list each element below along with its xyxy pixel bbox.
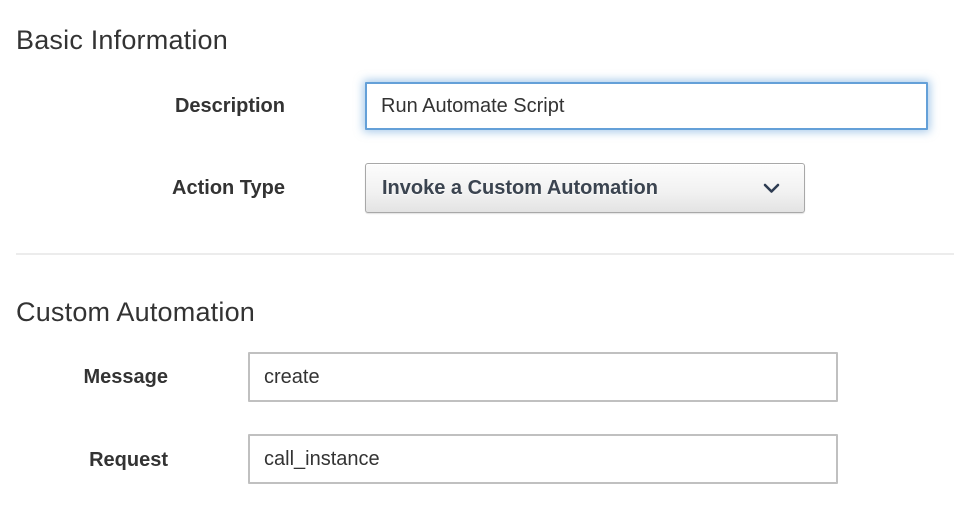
action-type-selected-value: Invoke a Custom Automation <box>382 176 658 199</box>
description-label: Description <box>174 95 285 117</box>
request-input[interactable] <box>248 434 838 484</box>
action-type-select[interactable]: Invoke a Custom Automation <box>365 163 805 213</box>
message-input[interactable] <box>248 352 838 402</box>
custom-automation-heading: Custom Automation <box>16 297 256 327</box>
action-type-label: Action Type <box>172 177 285 199</box>
chevron-down-icon <box>763 183 780 194</box>
message-label: Message <box>83 366 169 388</box>
description-input[interactable] <box>365 82 928 130</box>
request-label: Request <box>89 449 168 471</box>
section-divider <box>16 253 954 255</box>
basic-information-heading: Basic Information <box>16 25 228 55</box>
